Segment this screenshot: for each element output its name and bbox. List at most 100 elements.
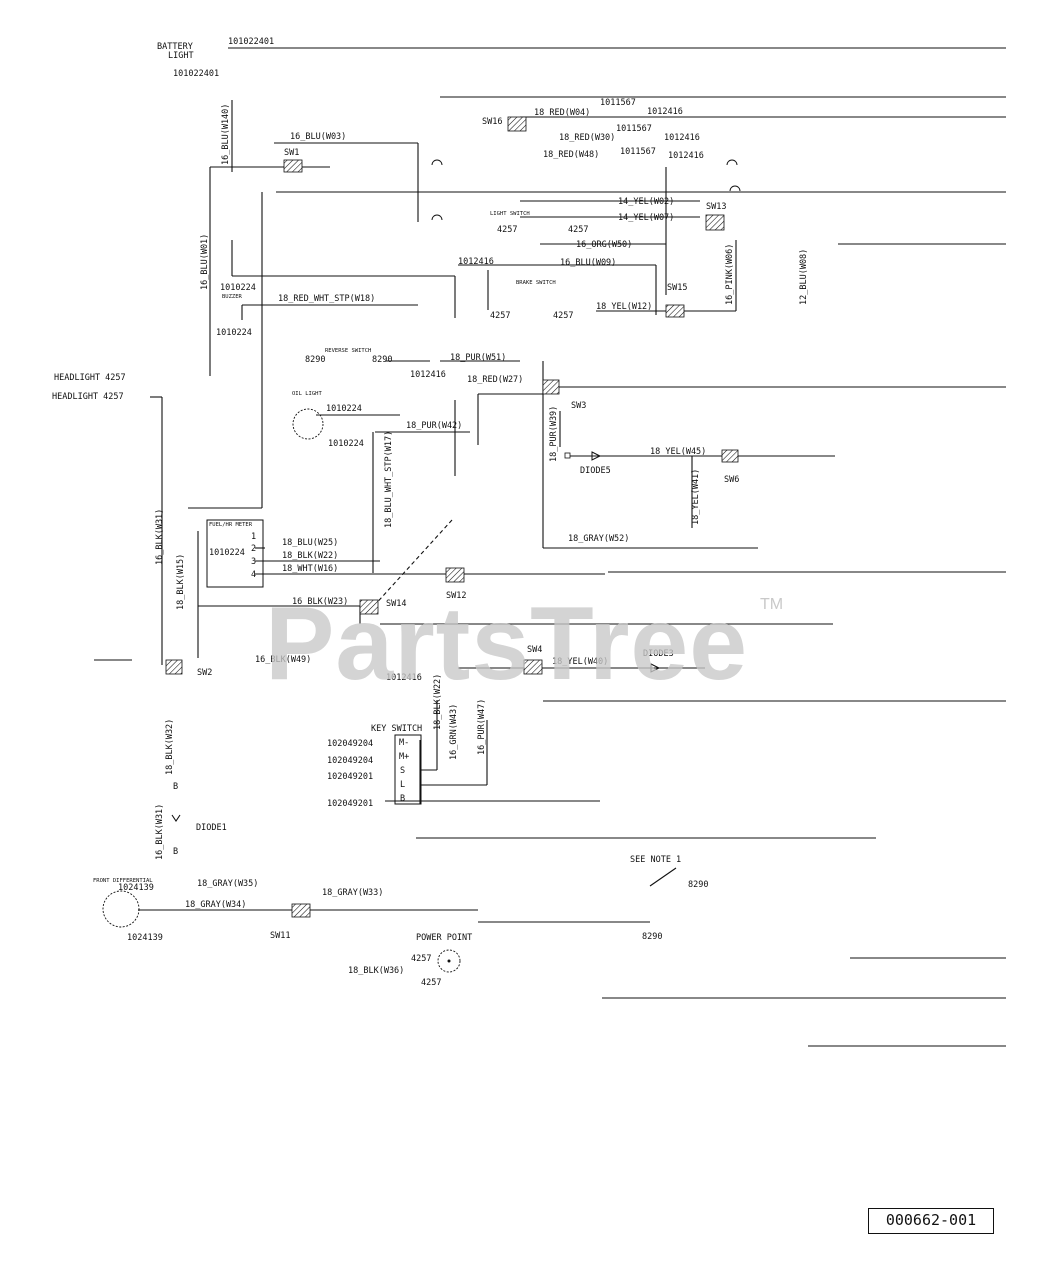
- sw2-label: SW2: [197, 668, 212, 678]
- sw16-block: [665, 304, 685, 318]
- see-note-part-2: 8290: [642, 932, 662, 942]
- headlight-1-label: HEADLIGHT 4257: [54, 373, 126, 383]
- diode1-symbol: [171, 814, 181, 822]
- wire-w42: 18_PUR(W42): [406, 421, 462, 431]
- power-point-part-2: 4257: [421, 978, 441, 988]
- see-note-label: SEE NOTE 1: [630, 855, 681, 865]
- sw4-label: SW4: [527, 645, 542, 655]
- sw12-block: [445, 567, 465, 583]
- sw13-block: [705, 214, 725, 231]
- key-switch-part-4: 102049201: [327, 799, 373, 809]
- part-ref: 1011567: [600, 98, 636, 108]
- wire-w06: 16_PINK(W06): [725, 244, 735, 305]
- battery-light-title-1: BATTERY: [157, 42, 193, 52]
- wire-w01: 16_BLU(W01): [200, 234, 210, 290]
- part-ref: 1012416: [410, 370, 446, 380]
- front-differential-title: FRONT DIFFERENTIAL: [93, 878, 153, 884]
- sw3-block: [542, 379, 560, 395]
- reverse-switch-part-1: 8290: [305, 355, 325, 365]
- oil-light-part-1: 1010224: [326, 404, 362, 414]
- part-ref: 1011567: [620, 147, 656, 157]
- watermark-trademark: TM: [760, 596, 784, 613]
- key-switch-pin-s: S: [400, 766, 405, 776]
- wire-w50: 16_ORG(W50): [576, 240, 632, 250]
- wire-w31: 16_BLK(W31): [155, 509, 165, 565]
- watermark: PartsTree: [265, 586, 749, 702]
- buzzer-part-2: 1010224: [216, 328, 252, 338]
- diode3-symbol: [650, 663, 661, 673]
- sw13-label: SW13: [706, 202, 726, 212]
- sw6-block: [721, 449, 739, 463]
- wire-w18: 18_RED_WHT_STP(W18): [278, 294, 375, 304]
- wire-w52a: 18_GRAY(W52): [568, 534, 629, 544]
- wire-w03: 16_BLU(W03): [290, 132, 346, 142]
- part-ref: 1012416: [458, 257, 494, 267]
- wire-w25: 18_BLU(W25): [282, 538, 338, 548]
- sw1-block: [283, 159, 303, 173]
- battery-light-part-1: 101022401: [228, 37, 274, 47]
- connector-arc-1: [431, 159, 443, 166]
- diode1-pin-2: B: [173, 847, 178, 857]
- wire-w07: 14_YEL(W07): [618, 213, 674, 223]
- wire-w36: 18_BLK(W36): [348, 966, 404, 976]
- wire-w16: 18_WHT(W16): [282, 564, 338, 574]
- sw14-block: [359, 599, 379, 615]
- sw6-label: SW6: [724, 475, 739, 485]
- wire-w51: 18_PUR(W51): [450, 353, 506, 363]
- wire-w27: 18_RED(W27): [467, 375, 523, 385]
- wire-w45: 18_YEL(W45): [650, 447, 706, 457]
- connector-arc-3: [726, 159, 738, 166]
- dashed-wire: [371, 519, 453, 609]
- wire-w31b: 16_BLK(W31): [155, 804, 165, 860]
- power-point-part-1: 4257: [411, 954, 431, 964]
- wire-w04: 18_RED(W04): [534, 108, 590, 118]
- sw3-label: SW3: [571, 401, 586, 411]
- reverse-switch-part-2: 8290: [372, 355, 392, 365]
- sw1-label: SW1: [284, 148, 299, 158]
- light-switch-title: LIGHT SWITCH: [490, 211, 530, 217]
- wire-w49: 16_BLK(W49): [255, 655, 311, 665]
- sw14-label: SW14: [386, 599, 406, 609]
- brake-switch-title: BRAKE SWITCH: [516, 280, 556, 286]
- key-switch-part-1: 102049204: [327, 739, 373, 749]
- diode1-label: DIODE1: [196, 823, 227, 833]
- front-differential-part-1: 1024139: [118, 883, 154, 893]
- sw11-block: [291, 903, 311, 918]
- front-differential-symbol: [102, 890, 140, 928]
- wire-w47: 16_PUR(W47): [477, 699, 487, 755]
- buzzer-title: BUZZER: [222, 294, 243, 300]
- diode5-symbol: [591, 451, 602, 461]
- headlight-2-label: HEADLIGHT 4257: [52, 392, 124, 402]
- wire-w12: 18_YEL(W12): [596, 302, 652, 312]
- key-switch-title: KEY SWITCH: [371, 724, 422, 734]
- front-differential-part-2: 1024139: [127, 933, 163, 943]
- sw4-block: [523, 659, 543, 675]
- wire-w30: 18_RED(W30): [559, 133, 615, 143]
- battery-light-part-2: 101022401: [173, 69, 219, 79]
- wire-w22b: 18_BLK(W22): [433, 674, 443, 730]
- sw15-block: [507, 116, 527, 132]
- sw16-label: SW15: [667, 283, 687, 293]
- wire-w09: 16_BLU(W09): [560, 258, 616, 268]
- connector-arc-2: [431, 214, 443, 221]
- part-ref: 1012416: [386, 673, 422, 683]
- light-switch-part-1: 4257: [497, 225, 517, 235]
- fuel-hr-meter-pin-2: 2: [251, 544, 256, 554]
- oil-light-part-2: 1010224: [328, 439, 364, 449]
- wire-lines: [94, 47, 1006, 1047]
- fuel-hr-meter-pin-4: 4: [251, 570, 256, 580]
- diode1-pin-1: B: [173, 782, 178, 792]
- reverse-switch-title: REVERSE SWITCH: [325, 348, 371, 354]
- wire-w33: 18_GRAY(W33): [322, 888, 383, 898]
- part-number-box: 000662-001: [868, 1208, 994, 1234]
- key-switch-part-2: 102049204: [327, 756, 373, 766]
- sw15-label: SW16: [482, 117, 502, 127]
- terminal-marker: [564, 452, 571, 459]
- wire-w15: 18_BLK(W15): [176, 554, 186, 610]
- wire-w32: 18_BLK(W32): [165, 719, 175, 775]
- power-point-title: POWER POINT: [416, 933, 472, 943]
- wire-w22: 18_BLK(W22): [282, 551, 338, 561]
- brake-switch-part-2: 4257: [553, 311, 573, 321]
- wire-w40: 18_YEL(W40): [552, 657, 608, 667]
